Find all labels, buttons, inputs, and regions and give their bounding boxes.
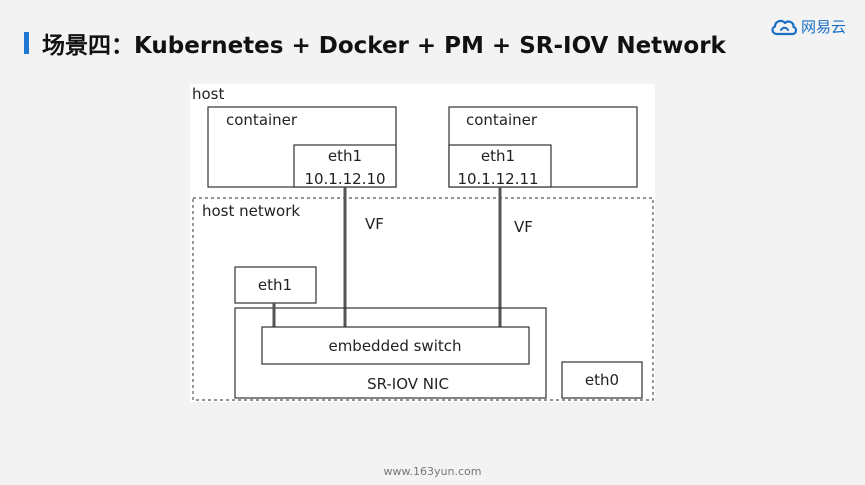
title-accent-bar xyxy=(24,32,29,54)
cloud-logo-icon xyxy=(771,19,798,35)
host-eth1-label: eth1 xyxy=(258,276,292,294)
eth1-box-b xyxy=(448,144,552,188)
page-title: 场景四：Kubernetes + Docker + PM + SR-IOV Ne… xyxy=(42,33,726,59)
host-eth1-box xyxy=(234,266,317,304)
container-label-2: container xyxy=(466,111,538,129)
container-label-1: container xyxy=(226,111,298,129)
eth0-label: eth0 xyxy=(585,371,619,389)
vf-label-1: VF xyxy=(365,215,384,233)
host-label: host xyxy=(192,85,224,103)
eth1-label-b: eth1 xyxy=(481,147,515,165)
eth1-label-a: eth1 xyxy=(328,147,362,165)
footer-url: www.163yun.com xyxy=(383,465,482,478)
eth1-box-a xyxy=(293,144,397,188)
eth0-box xyxy=(561,361,643,399)
sriov-nic-box xyxy=(234,307,547,399)
vf-label-2: VF xyxy=(514,218,533,236)
embedded-switch-box xyxy=(261,326,530,365)
sriov-nic-label: SR-IOV NIC xyxy=(367,375,449,393)
ip-label-b: 10.1.12.11 xyxy=(457,170,538,188)
host-network-boundary xyxy=(192,197,654,401)
embedded-switch-label: embedded switch xyxy=(328,337,461,355)
logo: 网易云 xyxy=(770,16,846,37)
host-network-label: host network xyxy=(202,202,300,220)
logo-text: 网易云 xyxy=(801,18,847,36)
ip-label-a: 10.1.12.10 xyxy=(304,170,385,188)
